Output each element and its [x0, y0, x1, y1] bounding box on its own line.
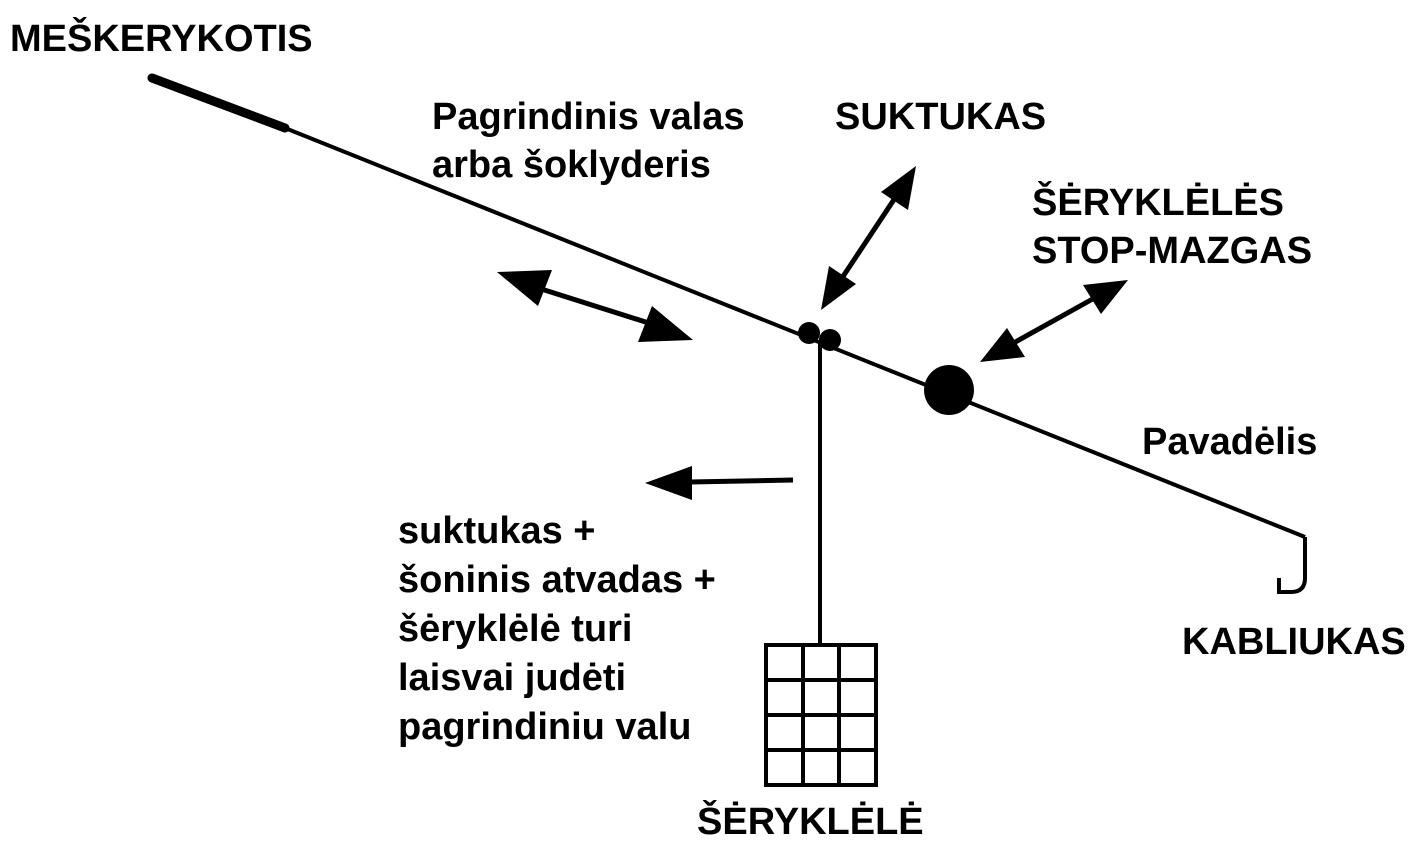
feeder-cage	[764, 643, 878, 787]
leader-label: Pavadėlis	[1142, 421, 1317, 463]
note-line-4: laisvai judėti	[398, 657, 626, 699]
main-line-label-line-2: arba šoklyderis	[432, 144, 711, 186]
rod-label: MEŠKERYKOTIS	[10, 15, 313, 60]
rod-tip	[147, 73, 290, 133]
swivel-dot-right	[819, 329, 841, 351]
hook-label: KABLIUKAS	[1182, 621, 1406, 663]
note-line-5: pagrindiniu valu	[398, 706, 691, 748]
swivel-dot-left	[798, 322, 820, 344]
main-line	[284, 126, 1306, 539]
stop-knot-label-line-2: STOP-MAZGAS	[1032, 230, 1312, 272]
double-arrow-swivel-icon	[821, 166, 916, 310]
hook	[1277, 537, 1307, 594]
main-line-label-line-1: Pagrindinis valas	[432, 96, 745, 138]
stop-knot-label-line-1: ŠĖRYKLĖLĖS	[1032, 179, 1284, 224]
stop-knot-bead	[924, 365, 974, 415]
feeder-label: ŠĖRYKLĖLĖ	[697, 798, 924, 841]
note-line-3: šėryklėlė turi	[398, 608, 632, 650]
arrow-left-icon	[645, 466, 794, 500]
note-line-2: šoninis atvadas +	[398, 559, 716, 601]
double-arrow-main-line-icon	[497, 270, 693, 342]
double-arrow-stop-knot-icon	[980, 280, 1128, 362]
note-line-1: suktukas +	[398, 510, 596, 552]
swivel-label: SUKTUKAS	[835, 96, 1046, 138]
